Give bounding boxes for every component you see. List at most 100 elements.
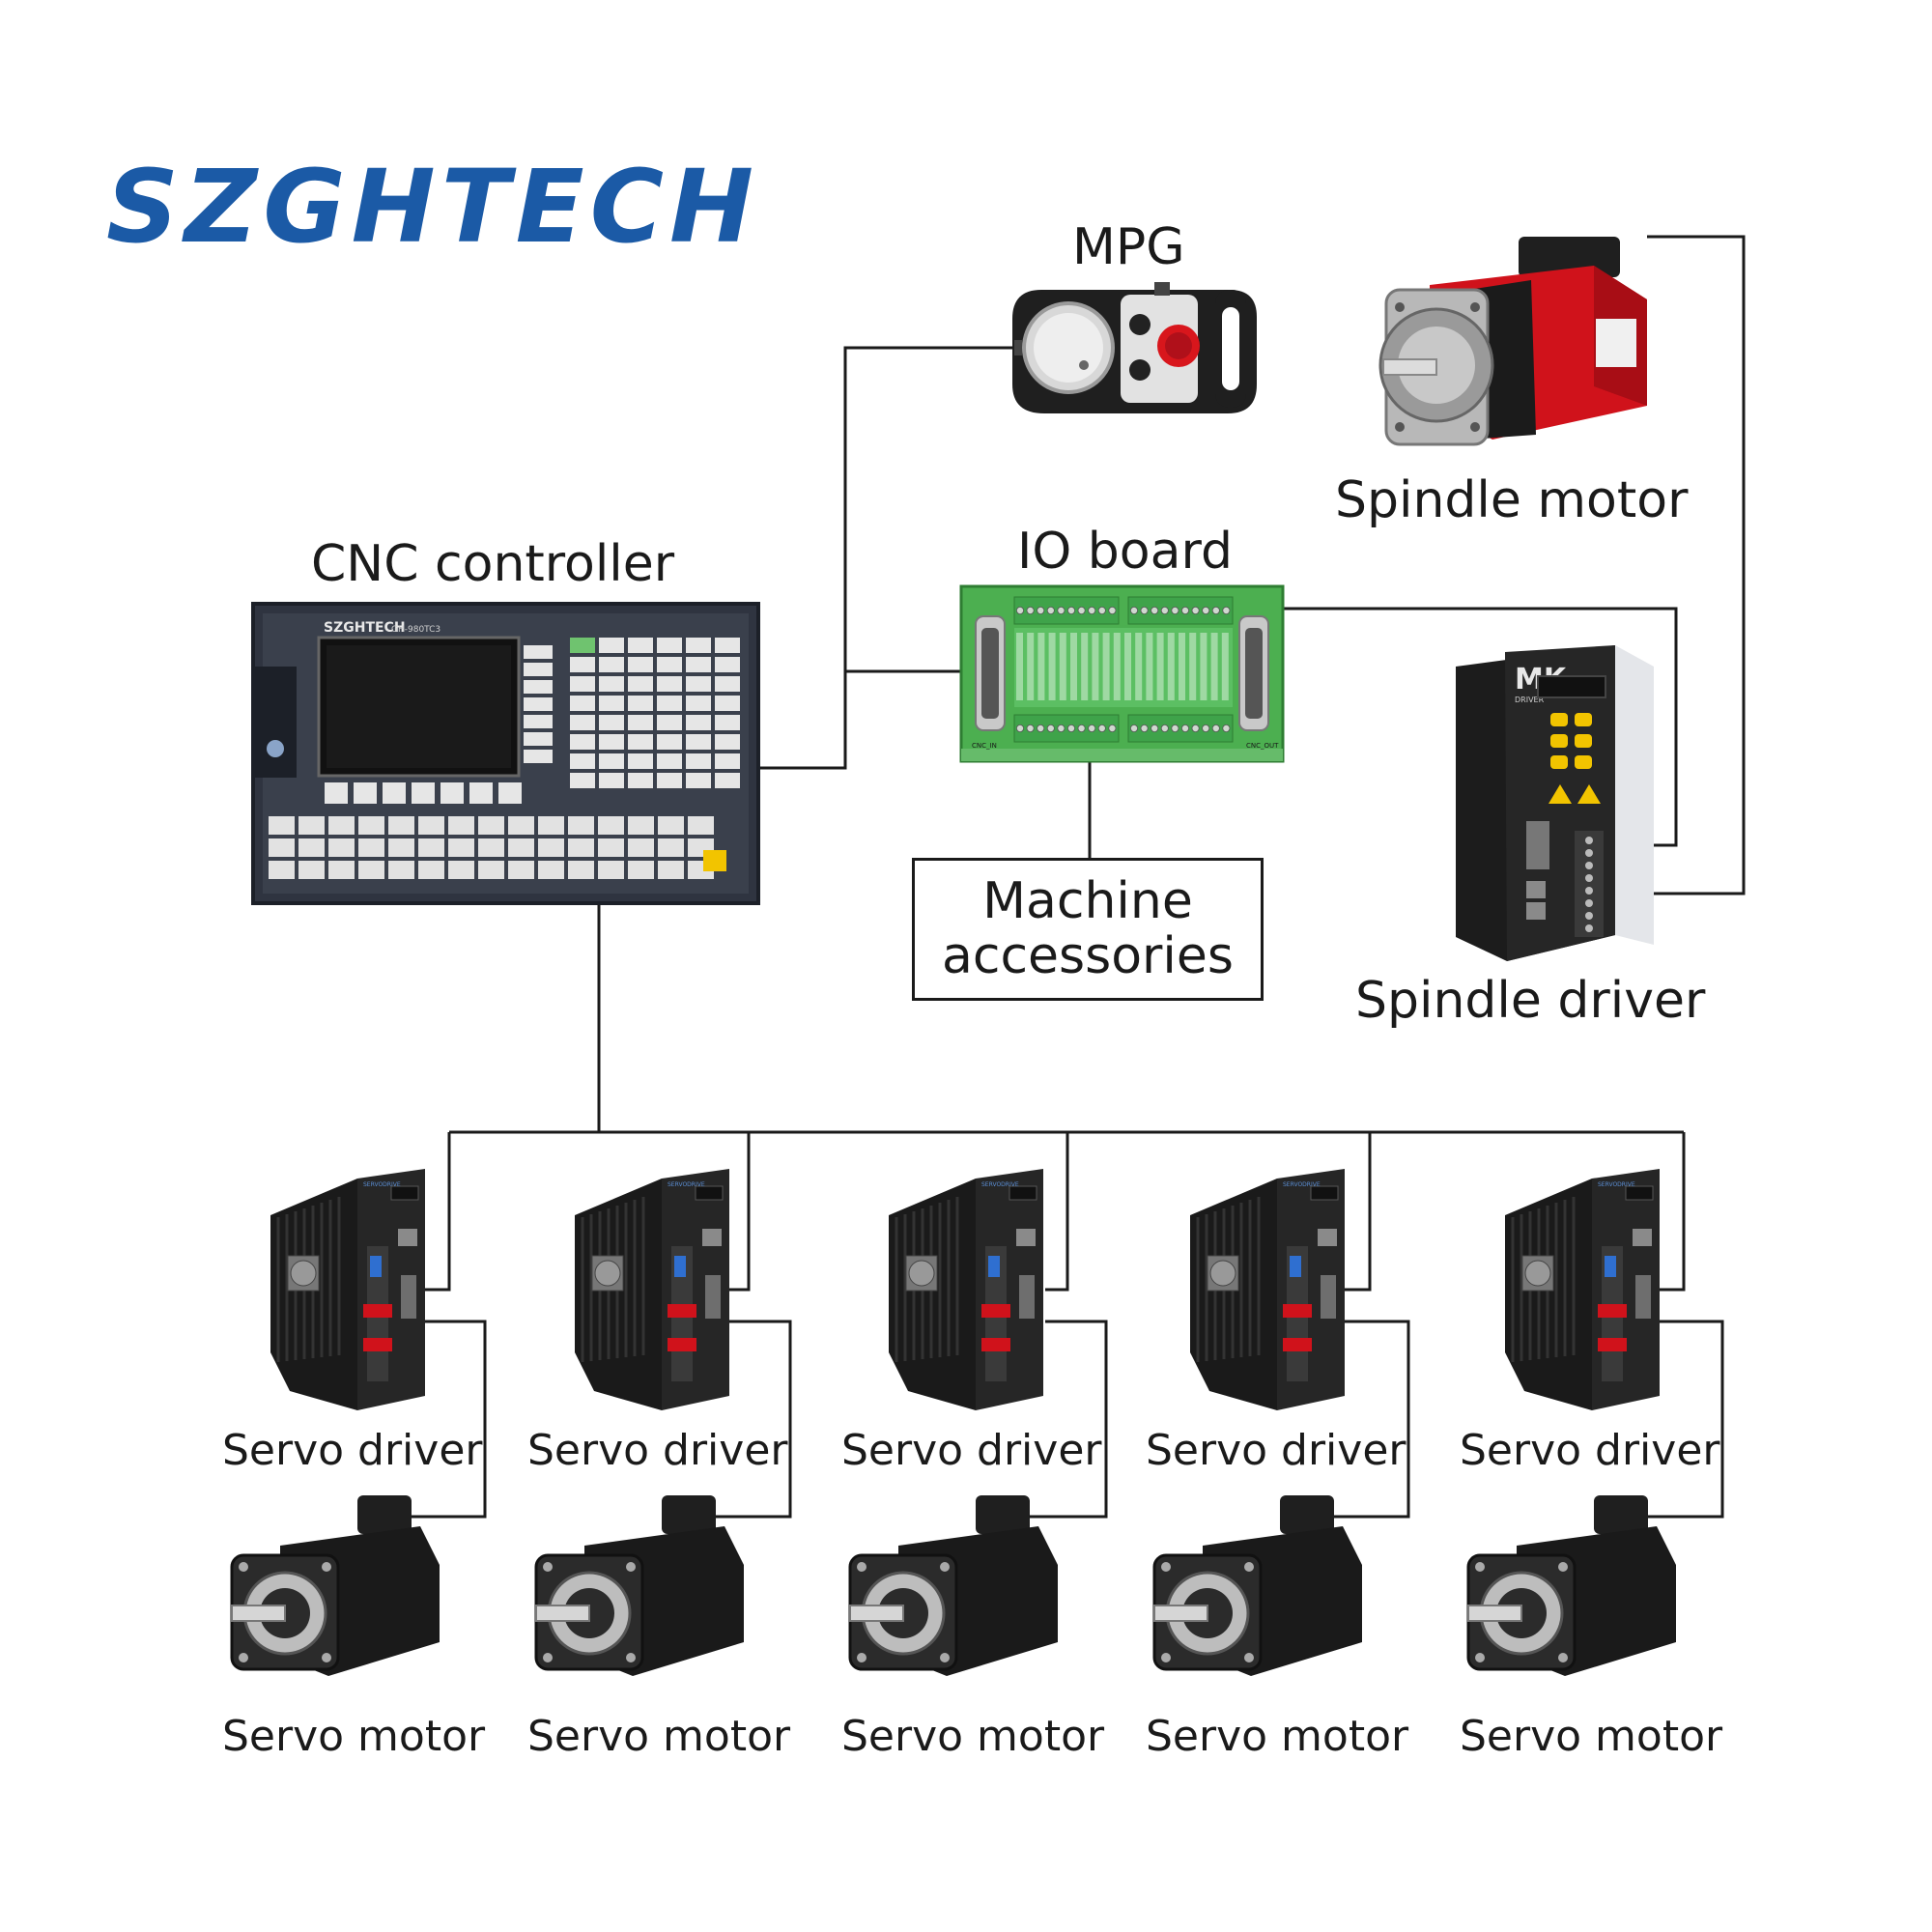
keypad-key — [570, 715, 595, 730]
keypad-key — [599, 657, 624, 672]
warning-icon — [1577, 784, 1601, 804]
keypad-key — [628, 715, 653, 730]
keypad-key — [570, 773, 595, 788]
servo-driver-label: Servo driver — [222, 1426, 483, 1475]
servo-encoder-box — [662, 1495, 716, 1534]
driver-key — [1575, 713, 1592, 726]
driver-key — [1550, 734, 1568, 748]
screen-soft-keys — [325, 782, 522, 804]
spindle-driver-label: Spindle driver — [1355, 972, 1706, 1030]
spindle-motor-label: Spindle motor — [1335, 471, 1689, 529]
keypad-key — [657, 676, 682, 692]
mpg-label: MPG — [1072, 218, 1185, 276]
function-key — [448, 816, 474, 835]
keypad-key — [570, 696, 595, 711]
keypad-key — [715, 715, 740, 730]
machine-accessories-box: Machine accessories — [912, 858, 1264, 1001]
keypad-key — [570, 676, 595, 692]
servo-motor-shaft — [535, 1605, 590, 1622]
connector-lines — [406, 235, 1746, 1519]
servo-brand-text: SERVODRIVE — [668, 1181, 705, 1188]
screen-side-keys — [524, 645, 553, 763]
servo-brand-text: SERVODRIVE — [1598, 1181, 1635, 1188]
keypad-key — [686, 715, 711, 730]
servo-driver-label: Servo driver — [527, 1426, 788, 1475]
servo-driver-image: SERVODRIVE — [1190, 1169, 1345, 1410]
function-key — [328, 861, 355, 879]
servo-network-port — [702, 1229, 722, 1246]
servo-display — [695, 1185, 724, 1201]
servo-display — [1009, 1185, 1037, 1201]
soft-key — [412, 782, 435, 804]
keypad-key — [628, 696, 653, 711]
driver-key — [1550, 755, 1568, 769]
function-key — [598, 838, 624, 857]
function-key — [298, 838, 325, 857]
servo-driver-image: SERVODRIVE — [889, 1169, 1043, 1410]
keypad-key — [599, 696, 624, 711]
keypad-key — [570, 734, 595, 750]
keypad-key — [686, 676, 711, 692]
function-key — [388, 861, 414, 879]
keypad-key — [715, 638, 740, 653]
keypad-key — [715, 696, 740, 711]
keypad-key — [570, 657, 595, 672]
function-key — [508, 816, 534, 835]
function-key — [388, 816, 414, 835]
line-spindle-motor-to-driver — [1618, 235, 1746, 895]
servo-motor-shaft — [1153, 1605, 1208, 1622]
servo-signal-port — [705, 1275, 721, 1319]
keypad-key — [657, 773, 682, 788]
io-board-image: CNC_IN CNC_OUT — [959, 584, 1285, 763]
servo-signal-port — [1019, 1275, 1035, 1319]
keypad-key — [686, 773, 711, 788]
line-bus-to-driver-4 — [1345, 1132, 1372, 1292]
keypad-key — [657, 638, 682, 653]
function-key — [568, 838, 594, 857]
servo-units: SERVODRIVE SERVODRIVE SERVODRIVE SERVODRIVE… — [230, 1169, 1676, 1676]
keypad-key — [628, 734, 653, 750]
servo-motor-image — [1152, 1495, 1362, 1676]
soft-key — [383, 782, 406, 804]
driver-key — [1550, 713, 1568, 726]
side-key — [524, 663, 553, 676]
machine-accessories-line2: accessories — [942, 927, 1234, 985]
servo-motor-image — [230, 1495, 440, 1676]
servo-motor-label: Servo motor — [1146, 1712, 1409, 1761]
keypad-key — [599, 676, 624, 692]
function-key — [478, 861, 504, 879]
servo-network-port — [1016, 1229, 1036, 1246]
servo-motor-label: Servo motor — [222, 1712, 486, 1761]
function-key — [418, 861, 444, 879]
line-driver-to-motor-1 — [406, 1320, 487, 1519]
cnc-controller-label: CNC controller — [311, 535, 675, 593]
keypad-key — [657, 696, 682, 711]
side-key — [524, 697, 553, 711]
warning-icon — [1548, 784, 1572, 804]
servo-driver-label: Servo driver — [841, 1426, 1102, 1475]
line-bus-to-driver-3 — [1045, 1132, 1069, 1292]
line-controller-to-io — [758, 669, 961, 770]
keypad-key — [657, 657, 682, 672]
keypad-key — [715, 773, 740, 788]
axis-selector-knob — [1129, 314, 1151, 335]
function-key — [269, 838, 295, 857]
function-key — [628, 816, 654, 835]
line-driver-to-motor-4 — [1328, 1320, 1410, 1519]
servo-motor-label: Servo motor — [1460, 1712, 1723, 1761]
keypad-key — [657, 734, 682, 750]
servo-driver-image: SERVODRIVE — [1505, 1169, 1660, 1410]
driver-key — [1575, 734, 1592, 748]
function-key — [269, 861, 295, 879]
servo-motor-shaft — [1467, 1605, 1522, 1622]
line-bus-to-mpg — [843, 346, 1014, 671]
function-key — [658, 861, 684, 879]
function-key — [628, 861, 654, 879]
brand-logo: SZGHTECH — [106, 148, 760, 266]
spindle-driver-image: MK DRIVER — [1456, 645, 1654, 961]
keypad-key — [686, 734, 711, 750]
soft-key — [325, 782, 348, 804]
servo-display — [1625, 1185, 1654, 1201]
keypad-key — [628, 638, 653, 653]
function-key — [298, 816, 325, 835]
